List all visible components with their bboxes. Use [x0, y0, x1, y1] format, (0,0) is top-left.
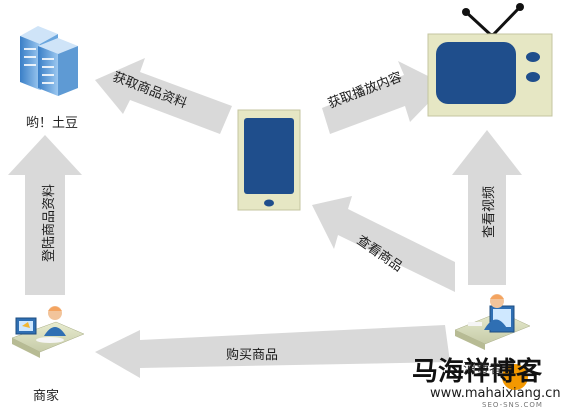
arrow-label-login-product-info: 登陆商品资料	[41, 184, 57, 262]
tv-icon	[427, 3, 553, 117]
watermark-small-text: SEO-SNS.COM	[482, 401, 543, 409]
merchant-person-icon	[11, 306, 85, 358]
arrow-label-view-video: 查看视频	[481, 186, 497, 238]
watermark-chinese-text: 马海祥博客	[412, 356, 543, 387]
arrow-login-product-info: 登陆商品资料	[8, 135, 82, 295]
arrow-buy-products: 购买商品	[95, 325, 450, 378]
arrow-view-video: 查看视频	[452, 130, 522, 285]
consumer-person-icon	[454, 294, 531, 350]
arrow-get-product-info: 获取商品资料	[95, 58, 232, 134]
arrow-label-buy-products: 购买商品	[226, 347, 278, 363]
server-icon	[20, 26, 78, 96]
tudou-label: 哟！土豆	[26, 116, 79, 131]
arrow-view-products: 查看商品	[312, 196, 455, 292]
watermark: 马海祥博客 www.mahaixiang.cn SEO-SNS.COM	[412, 356, 561, 409]
merchant-label: 商家	[33, 389, 60, 404]
watermark-url-text: www.mahaixiang.cn	[430, 386, 561, 401]
arrow-get-play-content: 获取播放内容	[322, 61, 446, 134]
consumer-label: 消费者	[463, 362, 503, 377]
watermark-logo-icon	[502, 364, 528, 390]
phone-device	[237, 109, 301, 211]
